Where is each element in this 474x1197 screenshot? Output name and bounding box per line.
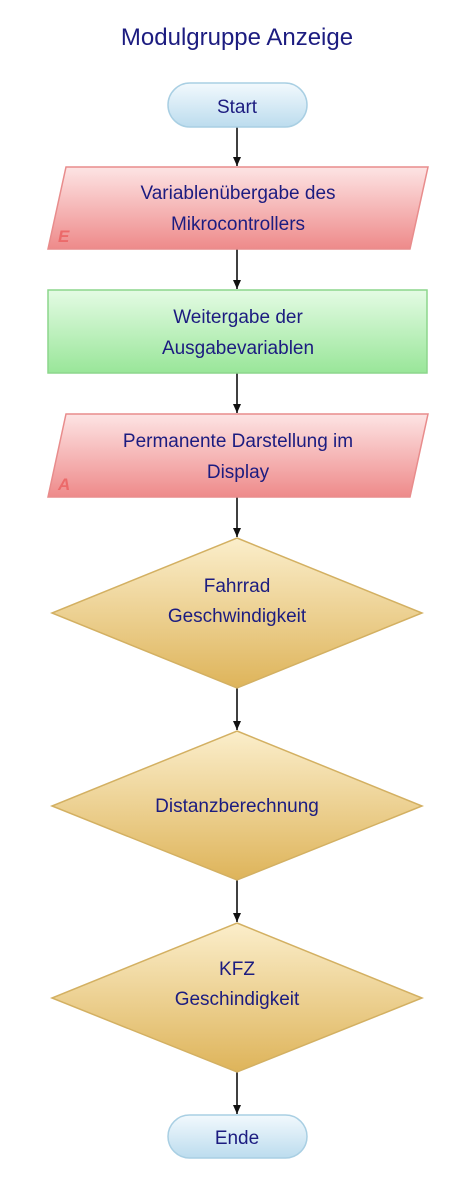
input-label-line1: Variablenübergabe des — [140, 183, 335, 204]
decision-fahrrad: Fahrrad Geschwindigkeit — [50, 537, 424, 689]
input-label-line2: Mikrocontrollers — [171, 214, 305, 235]
start-label: Start — [217, 97, 258, 118]
end-label: Ende — [215, 1128, 259, 1149]
process-label-line1: Weitergabe der — [173, 307, 303, 328]
output-label-line1: Permanente Darstellung im — [123, 431, 353, 452]
decision1-label-line2: Geschwindigkeit — [168, 606, 307, 627]
input-node: Variablenübergabe des Mikrocontrollers E — [47, 166, 429, 250]
output-node: Permanente Darstellung im Display A — [47, 413, 429, 498]
output-tag: A — [57, 475, 70, 494]
input-tag: E — [58, 227, 70, 246]
decision-kfz: KFZ Geschindigkeit — [49, 922, 425, 1073]
decision1-label-line1: Fahrrad — [204, 576, 271, 597]
decision3-label-line1: KFZ — [219, 959, 255, 980]
page-title: Modulgruppe Anzeige — [120, 24, 354, 51]
output-label-line2: Display — [207, 462, 270, 483]
decision-distanz: Distanzberechnung — [49, 730, 425, 881]
process-node: Weitergabe der Ausgabevariablen — [47, 289, 428, 374]
process-label-line2: Ausgabevariablen — [162, 338, 314, 359]
start-terminal: Start — [167, 82, 308, 128]
end-terminal: Ende — [167, 1114, 308, 1159]
decision2-label: Distanzberechnung — [155, 796, 319, 817]
decision3-label-line2: Geschindigkeit — [175, 989, 300, 1010]
